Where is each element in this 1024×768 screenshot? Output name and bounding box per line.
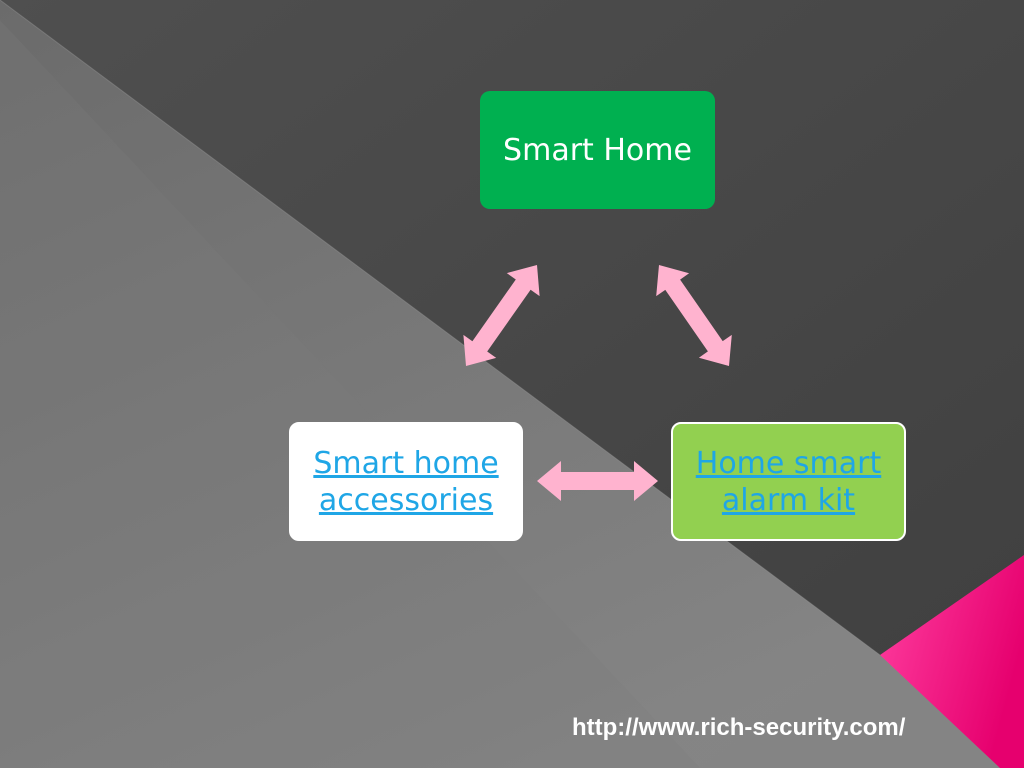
- alarm-kit-label-line-2[interactable]: alarm kit: [721, 482, 856, 518]
- node-smart-home-label: Smart Home: [503, 132, 692, 168]
- footer-url[interactable]: http://www.rich-security.com/: [572, 714, 906, 741]
- home-smart-alarm-kit-link[interactable]: Home smart alarm kit: [696, 445, 881, 519]
- alarm-kit-label-line-1[interactable]: Home smart: [695, 445, 882, 481]
- node-smart-home: Smart Home: [480, 91, 715, 209]
- arrow-accessories-to-alarm-kit: [537, 461, 658, 501]
- accessories-label-line-2[interactable]: accessories: [318, 482, 494, 518]
- pink-corner-accent: [880, 555, 1024, 768]
- arrow-smart-home-to-alarm-kit: [656, 265, 732, 366]
- accessories-label-line-1[interactable]: Smart home: [313, 445, 499, 481]
- smart-home-accessories-link[interactable]: Smart home accessories: [313, 445, 498, 519]
- arrow-smart-home-to-accessories: [463, 265, 540, 366]
- node-home-smart-alarm-kit[interactable]: Home smart alarm kit: [671, 422, 906, 541]
- node-smart-home-accessories[interactable]: Smart home accessories: [289, 422, 523, 541]
